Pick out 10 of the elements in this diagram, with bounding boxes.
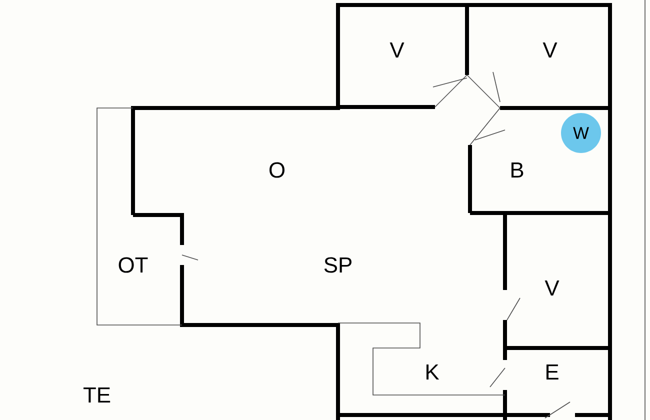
room-label: V [390, 42, 404, 58]
room-label: B [512, 162, 524, 178]
room-label: O [270, 162, 284, 178]
room-label: OT [118, 257, 148, 273]
room-label: V [542, 42, 558, 58]
room-label: V [544, 280, 560, 296]
room-label: TE [84, 387, 110, 403]
room-label: SP [324, 257, 352, 273]
room-label: E [546, 364, 558, 380]
room-label: K [426, 364, 440, 380]
